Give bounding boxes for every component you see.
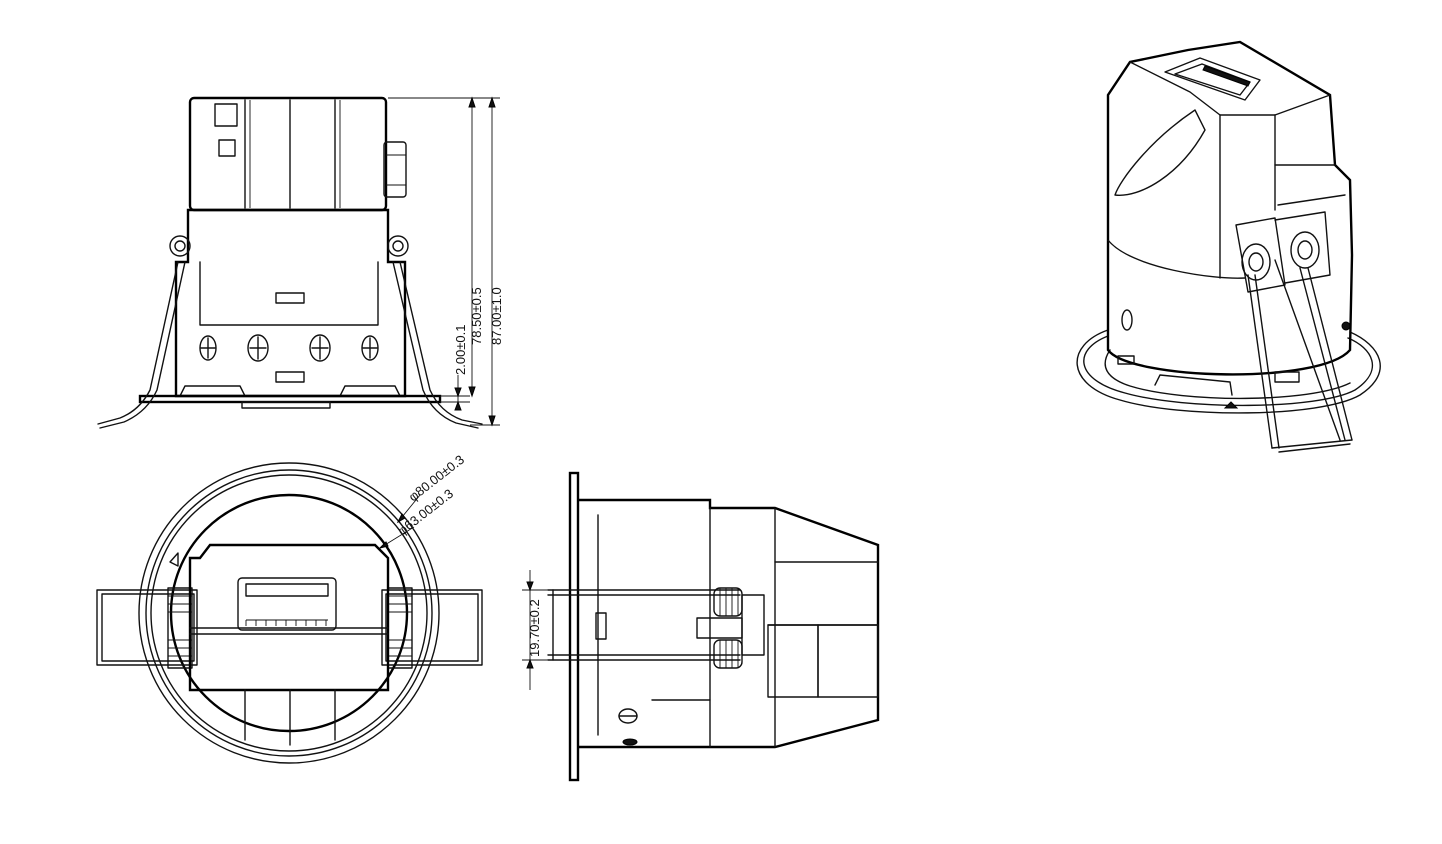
dim-flange-thickness: 2.00±0.1: [453, 324, 468, 375]
isometric-view: [1076, 40, 1381, 453]
side-spring: [696, 587, 765, 669]
screw-row: [199, 334, 379, 362]
dim-overall-height: 87.00±1.0: [489, 287, 504, 345]
front-view: [97, 96, 500, 429]
top-view: [96, 462, 483, 764]
dim-spring-gap: 19.70±0.2: [527, 599, 542, 657]
side-view: [522, 471, 880, 782]
dim-body-height: 78.50±0.5: [469, 287, 484, 345]
